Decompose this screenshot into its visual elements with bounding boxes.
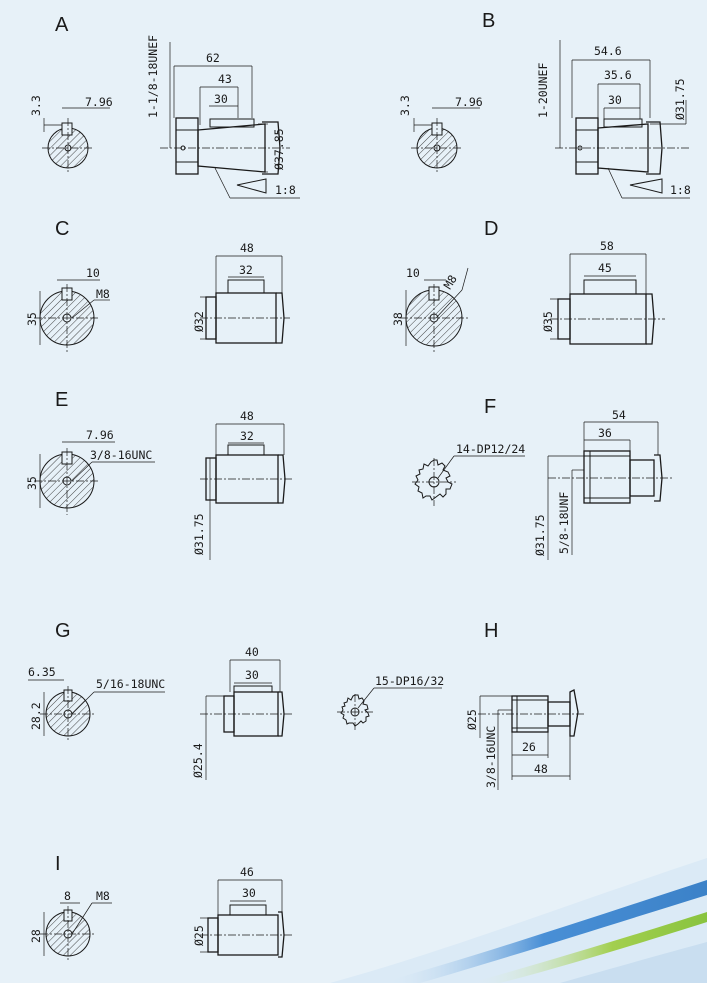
dim-i-dia: Ø25 [192, 925, 206, 946]
drawing-h: Ø25 3/8-16UNC 26 48 [465, 689, 586, 790]
dim-a-43: 43 [218, 72, 232, 86]
dim-e-7-96: 7.96 [86, 428, 114, 442]
dim-e-dia: Ø31.75 [192, 513, 206, 555]
dim-g-6-35: 6.35 [28, 665, 56, 679]
dim-c-48: 48 [240, 241, 254, 255]
drawing-i: 28 8 M8 46 30 Ø25 [29, 865, 292, 962]
dim-a-30: 30 [214, 92, 228, 106]
drawing-e: 35 7.96 3/8-16UNC 48 32 Ø31.75 [25, 409, 292, 560]
tap-e: 3/8-16UNC [90, 448, 152, 462]
drawing-f: 14-DP12/24 54 36 Ø31.75 5/8-18UNF [412, 408, 672, 560]
dim-a-dia: Ø37.85 [272, 128, 286, 170]
dim-a-7-96: 7.96 [85, 95, 113, 109]
dim-i-30: 30 [242, 886, 256, 900]
dim-b-30: 30 [608, 93, 622, 107]
dim-b-3-3: 3.3 [398, 95, 412, 116]
section-label-b: B [482, 10, 496, 32]
dim-e-48: 48 [240, 409, 254, 423]
dim-d-38: 38 [391, 312, 405, 326]
dim-b-dia: Ø31.75 [673, 78, 687, 120]
dim-c-10: 10 [86, 266, 100, 280]
dim-h-48: 48 [534, 762, 548, 776]
drawing-a: 3.3 7.96 1-1/8-18UNEF 62 43 30 Ø37.85 1:… [29, 35, 300, 199]
dim-a-3-3: 3.3 [29, 95, 43, 116]
dim-g-28-2: 28.2 [29, 702, 43, 730]
spline-g: 15-DP16/32 [375, 674, 444, 688]
dim-e-35: 35 [25, 476, 39, 490]
tap-f: 5/8-18UNF [557, 492, 571, 554]
decorative-swoosh [330, 858, 707, 983]
dim-b-7-96: 7.96 [455, 95, 483, 109]
spline-gear-f [412, 458, 456, 506]
dim-e-32: 32 [240, 429, 254, 443]
drawing-b: 3.3 7.96 1-20UNEF 54.6 35.6 30 Ø31.75 1:… [398, 40, 691, 199]
tap-g: 5/16-18UNC [96, 677, 165, 691]
dim-i-46: 46 [240, 865, 254, 879]
dim-d-45: 45 [598, 261, 612, 275]
section-label-d: D [484, 218, 499, 240]
taper-a-ratio: 1:8 [275, 183, 296, 197]
dim-g-30: 30 [245, 668, 259, 682]
dim-d-58: 58 [600, 239, 614, 253]
keyway-a [61, 122, 73, 136]
dim-f-54: 54 [612, 408, 626, 422]
tap-d: M8 [441, 272, 460, 291]
section-label-c: C [55, 218, 70, 240]
dim-c-32: 32 [239, 263, 253, 277]
dim-a-62: 62 [206, 51, 220, 65]
dim-b-54-6: 54.6 [594, 44, 622, 58]
section-label-f: F [484, 396, 497, 418]
dim-g-dia: Ø25.4 [191, 743, 205, 778]
taper-b-ratio: 1:8 [670, 183, 691, 197]
section-label-a: A [55, 14, 69, 36]
dim-c-dia: Ø32 [192, 311, 206, 332]
section-label-g: G [55, 620, 71, 642]
dim-i-8: 8 [64, 889, 71, 903]
nut-a [175, 117, 199, 175]
dim-d-dia: Ø35 [541, 311, 555, 332]
tap-c: M8 [96, 287, 110, 301]
drawing-c: 35 10 M8 48 32 Ø32 [25, 241, 290, 352]
tap-h: 3/8-16UNC [484, 726, 498, 788]
section-label-h: H [484, 620, 499, 642]
drawing-d: 38 10 M8 58 45 Ø35 [391, 239, 665, 352]
tap-i: M8 [96, 889, 110, 903]
spline-f: 14-DP12/24 [456, 442, 525, 456]
section-label-i: I [55, 853, 61, 875]
thread-b: 1-20UNEF [536, 63, 550, 118]
dim-f-36: 36 [598, 426, 612, 440]
dim-h-dia: Ø25 [465, 709, 479, 730]
dim-c-35: 35 [25, 312, 39, 326]
dim-f-dia: Ø31.75 [533, 514, 547, 556]
thread-a: 1-1/8-18UNEF [146, 35, 160, 118]
dim-i-28: 28 [29, 929, 43, 943]
dim-g-40: 40 [245, 645, 259, 659]
dim-b-35-6: 35.6 [604, 68, 632, 82]
dim-d-10: 10 [406, 266, 420, 280]
dim-h-26: 26 [522, 740, 536, 754]
drawing-g: 28.2 6.35 5/16-18UNC 40 30 Ø25.4 15-DP16… [28, 645, 444, 780]
spline-gear-g [337, 694, 373, 730]
section-label-e: E [55, 389, 69, 411]
